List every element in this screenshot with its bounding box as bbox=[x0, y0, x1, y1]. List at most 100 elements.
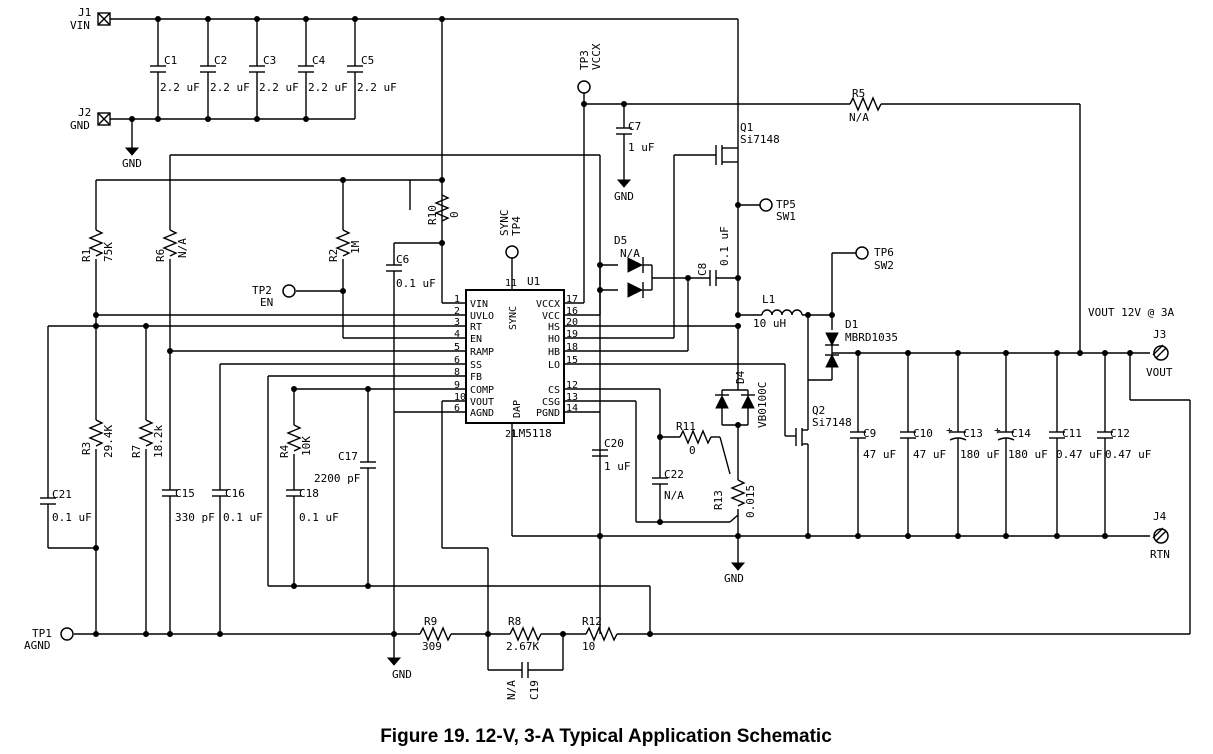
ic-pin-right-num: 20 bbox=[566, 317, 578, 328]
svg-text:C8: C8 bbox=[696, 263, 709, 276]
agnd-rail bbox=[74, 353, 1191, 678]
svg-text:C20: C20 bbox=[604, 437, 624, 450]
ic-pin-left-num: 9 bbox=[454, 380, 460, 391]
svg-text:0.47 uF: 0.47 uF bbox=[1105, 448, 1151, 461]
svg-text:1 uF: 1 uF bbox=[604, 460, 631, 473]
svg-text:1M: 1M bbox=[349, 240, 362, 254]
junction-dot bbox=[291, 583, 297, 589]
junction-dot bbox=[365, 386, 371, 392]
svg-text:C11: C11 bbox=[1062, 427, 1082, 440]
junction-dot bbox=[93, 545, 99, 551]
component-labels: R1 75K R3 29.4K R6 N/A R7 18.2k R2 1M R1… bbox=[52, 87, 898, 700]
svg-text:J3: J3 bbox=[1153, 328, 1166, 341]
svg-text:N/A: N/A bbox=[664, 489, 684, 502]
svg-text:C12: C12 bbox=[1110, 427, 1130, 440]
junction-dot bbox=[855, 350, 861, 356]
junction-dot bbox=[581, 101, 587, 107]
junction-dot bbox=[597, 287, 603, 293]
ic-pin-left-num: 4 bbox=[454, 329, 460, 340]
cap-c12: C12 0.47 uF bbox=[1097, 353, 1151, 536]
svg-text:0.1 uF: 0.1 uF bbox=[299, 511, 339, 524]
svg-text:GND: GND bbox=[392, 668, 412, 681]
svg-text:2200 pF: 2200 pF bbox=[314, 472, 360, 485]
svg-text:C21: C21 bbox=[52, 488, 72, 501]
junction-dot bbox=[155, 116, 161, 122]
ic-pin-left-name: AGND bbox=[470, 408, 494, 419]
ic-pin-left-num: 6 bbox=[454, 403, 460, 414]
svg-text:R7: R7 bbox=[130, 445, 143, 458]
junction-dot bbox=[205, 116, 211, 122]
junction-dot bbox=[93, 631, 99, 637]
svg-text:R2: R2 bbox=[327, 249, 340, 262]
connector-j2: J2 GND bbox=[70, 106, 111, 132]
svg-text:C6: C6 bbox=[396, 253, 409, 266]
ic-pin-right-name: CSG bbox=[542, 397, 560, 408]
left-network bbox=[40, 154, 650, 658]
testpoint-tp3: TP3 VCCX bbox=[564, 43, 603, 304]
ic-ref: U1 bbox=[527, 275, 540, 288]
svg-text:C10: C10 bbox=[913, 427, 933, 440]
input-capacitors: C12.2 uF C22.2 uF C32.2 uF C42.2 uF C52.… bbox=[150, 19, 397, 119]
svg-text:C7: C7 bbox=[628, 120, 641, 133]
junction-dot bbox=[93, 312, 99, 318]
junction-dot bbox=[735, 202, 741, 208]
pin-dap-name: DAP bbox=[512, 400, 523, 418]
ic-pin-left-name: EN bbox=[470, 334, 482, 345]
svg-text:RTN: RTN bbox=[1150, 548, 1170, 561]
ic-pin-right-name: HO bbox=[548, 334, 560, 345]
svg-text:D5: D5 bbox=[614, 234, 627, 247]
ic-pin-left-name: VOUT bbox=[470, 397, 494, 408]
junctions bbox=[93, 16, 1133, 637]
svg-text:SYNC: SYNC bbox=[498, 210, 511, 237]
svg-text:C2: C2 bbox=[214, 54, 227, 67]
ic-part: LM5118 bbox=[512, 427, 552, 440]
svg-text:2.67K: 2.67K bbox=[506, 640, 539, 653]
pin-sync-num: 11 bbox=[505, 278, 517, 289]
junction-dot bbox=[340, 288, 346, 294]
junction-dot bbox=[340, 177, 346, 183]
svg-text:0: 0 bbox=[689, 444, 696, 457]
j1-ref: J1 bbox=[78, 6, 91, 19]
junction-dot bbox=[829, 312, 835, 318]
junction-dot bbox=[93, 323, 99, 329]
cap-c4: C42.2 uF bbox=[298, 19, 348, 119]
junction-dot bbox=[1003, 533, 1009, 539]
svg-text:C18: C18 bbox=[299, 487, 319, 500]
svg-text:180 uF: 180 uF bbox=[960, 448, 1000, 461]
testpoint-tp4: SYNC TP4 bbox=[498, 210, 523, 259]
svg-text:R12: R12 bbox=[582, 615, 602, 628]
svg-text:C1: C1 bbox=[164, 54, 177, 67]
junction-dot bbox=[657, 519, 663, 525]
pin-sync-name: SYNC bbox=[508, 306, 519, 330]
svg-text:2.2 uF: 2.2 uF bbox=[259, 81, 299, 94]
svg-text:C17: C17 bbox=[338, 450, 358, 463]
svg-text:MBRD1035: MBRD1035 bbox=[845, 331, 898, 344]
junction-dot bbox=[352, 16, 358, 22]
ic-u1: U1 LM5118 VIN1UVLO2RT3EN4RAMP5SS6FB8COMP… bbox=[454, 258, 1130, 537]
ic-pin-left-num: 6 bbox=[454, 355, 460, 366]
ic-pin-left-name: VIN bbox=[470, 299, 488, 310]
junction-dot bbox=[735, 422, 741, 428]
junction-dot bbox=[291, 386, 297, 392]
gnd-symbol-j2: GND bbox=[122, 147, 142, 170]
testpoint-tp2: TP2 EN bbox=[252, 284, 296, 309]
input-rails bbox=[110, 18, 739, 315]
ic-pin-right-name: PGND bbox=[536, 408, 560, 419]
svg-text:0.015: 0.015 bbox=[744, 485, 757, 518]
svg-text:0.1 uF: 0.1 uF bbox=[52, 511, 92, 524]
svg-text:47 uF: 47 uF bbox=[913, 448, 946, 461]
junction-dot bbox=[439, 16, 445, 22]
connector-j1: J1 VIN bbox=[70, 6, 111, 32]
junction-dot bbox=[143, 323, 149, 329]
junction-dot bbox=[205, 16, 211, 22]
junction-dot bbox=[129, 116, 135, 122]
junction-dot bbox=[855, 533, 861, 539]
svg-text:R10: R10 bbox=[426, 205, 439, 225]
cap-c10: C10 47 uF bbox=[900, 353, 946, 536]
svg-text:VB0100C: VB0100C bbox=[756, 382, 769, 428]
junction-dot bbox=[303, 16, 309, 22]
